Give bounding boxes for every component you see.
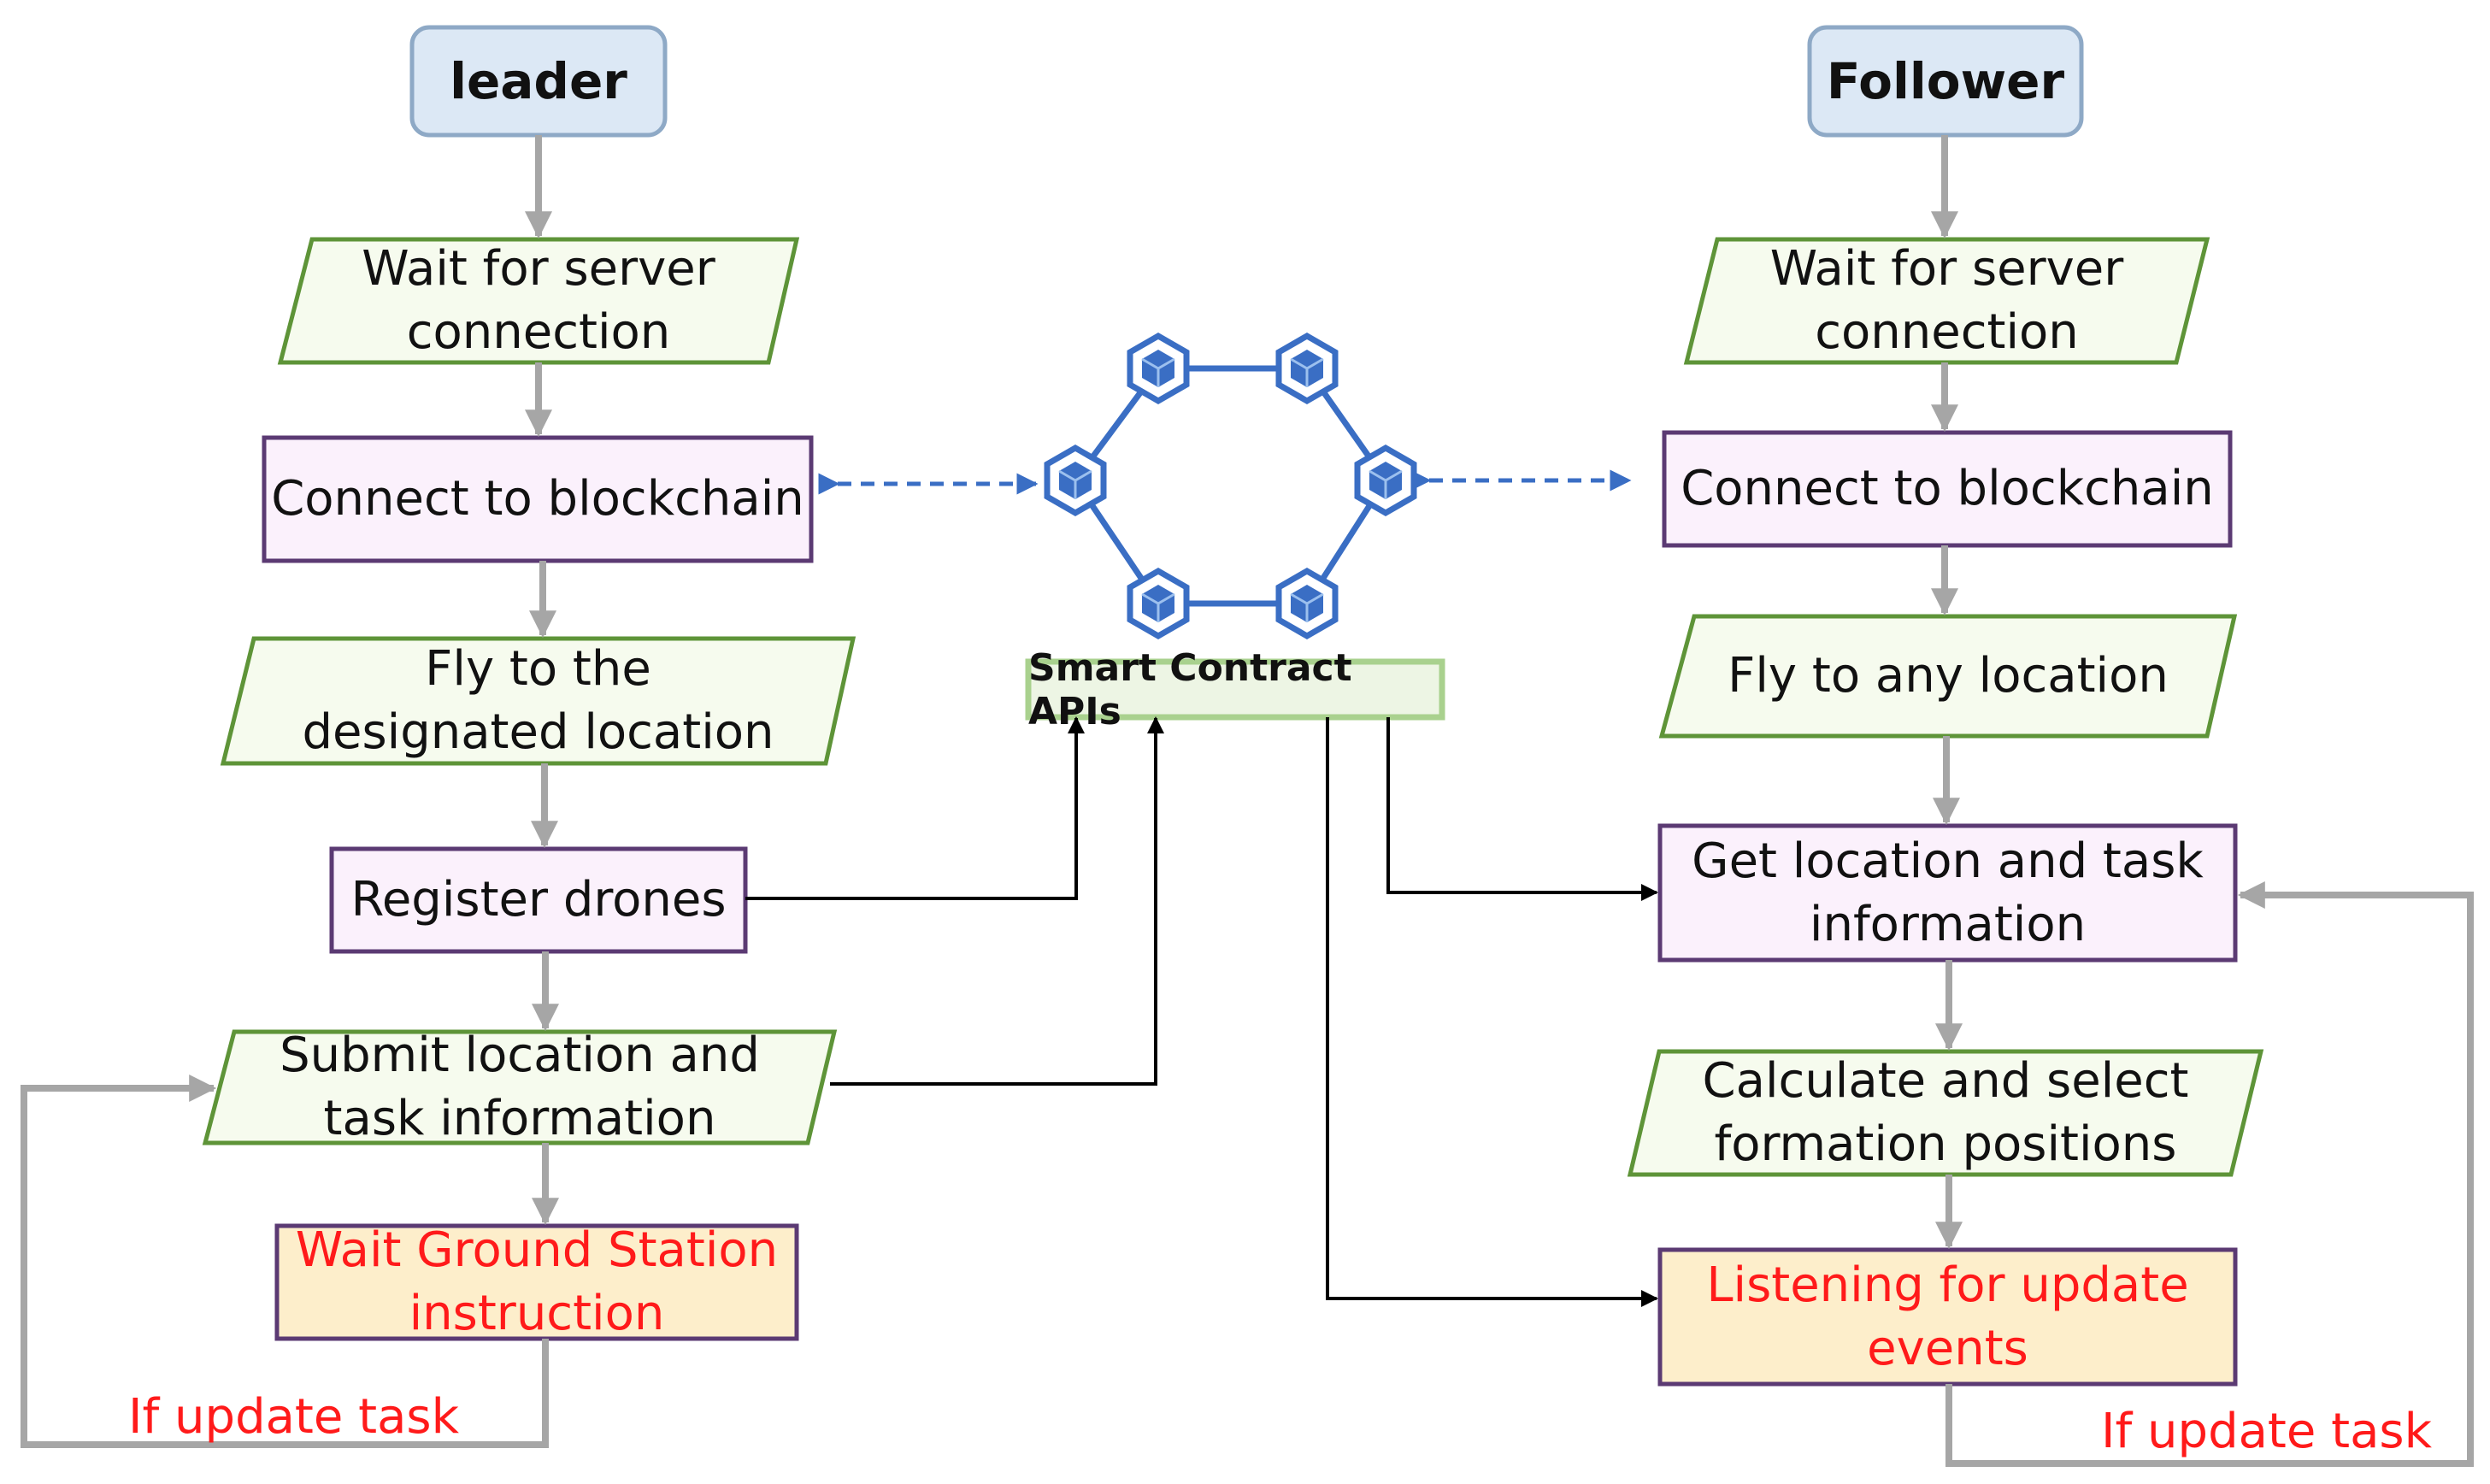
blockchain-node-icon — [1047, 448, 1104, 513]
leader-wait-ground-label: Wait Ground Station instruction — [295, 1222, 779, 1341]
leader-register-box — [329, 846, 748, 954]
follower-connect-label: Connect to blockchain — [1681, 461, 2214, 516]
leader-register-label: Register drones — [350, 872, 727, 928]
leader-wait-ground-box — [274, 1223, 799, 1341]
submit-to-api-arrow — [830, 716, 1164, 1086]
follower-listen-box — [1657, 1247, 2238, 1387]
blockchain-node-icon — [1130, 336, 1186, 401]
smart-contract-api-box — [1025, 658, 1445, 721]
follower-connect-box — [1662, 430, 2233, 548]
blockchain-network-icon — [1047, 336, 1414, 636]
follower-wait-server-label: Wait for server connection — [1769, 241, 2124, 360]
follower-wait-server-box — [1683, 237, 2210, 365]
leader-loop-label: If update task — [128, 1389, 460, 1445]
follower-calculate-box — [1627, 1049, 2264, 1177]
api-to-get-info-arrow — [1386, 717, 1658, 901]
leader-fly-label: Fly to the designated location — [302, 641, 774, 760]
leader-submit-label: Submit location and task information — [280, 1028, 760, 1146]
leader-submit-box — [202, 1029, 838, 1145]
blockchain-node-icon — [1357, 448, 1414, 513]
follower-loop-label: If update task — [2101, 1404, 2433, 1459]
follower-loop-arrow — [1945, 881, 2474, 1467]
follower-calculate-label: Calculate and select formation positions — [1702, 1053, 2189, 1172]
follower-title: Follower — [1826, 52, 2065, 110]
follower-fly-label: Fly to any location — [1728, 648, 2169, 704]
leader-connect-label: Connect to blockchain — [271, 471, 804, 527]
leader-connect-box — [262, 435, 814, 563]
leader-wait-server-label: Wait for server connection — [362, 241, 715, 360]
leader-fly-box — [220, 636, 856, 766]
smart-contract-api-label: Smart Contract APIs — [1028, 645, 1352, 733]
leader-title: leader — [450, 52, 627, 110]
blockchain-node-icon — [1130, 571, 1186, 636]
follower-listen-label: Listening for update events — [1706, 1257, 2189, 1376]
leader-wait-server-box — [277, 237, 800, 365]
leader-loop-arrow — [21, 1075, 549, 1448]
register-to-api-arrow — [745, 716, 1085, 900]
follower-fly-box — [1658, 614, 2238, 739]
follower-get-info-label: Get location and task information — [1692, 833, 2204, 952]
blockchain-node-icon — [1279, 336, 1335, 401]
api-to-listen-arrow — [1326, 717, 1658, 1307]
blockchain-node-icon — [1279, 571, 1335, 636]
